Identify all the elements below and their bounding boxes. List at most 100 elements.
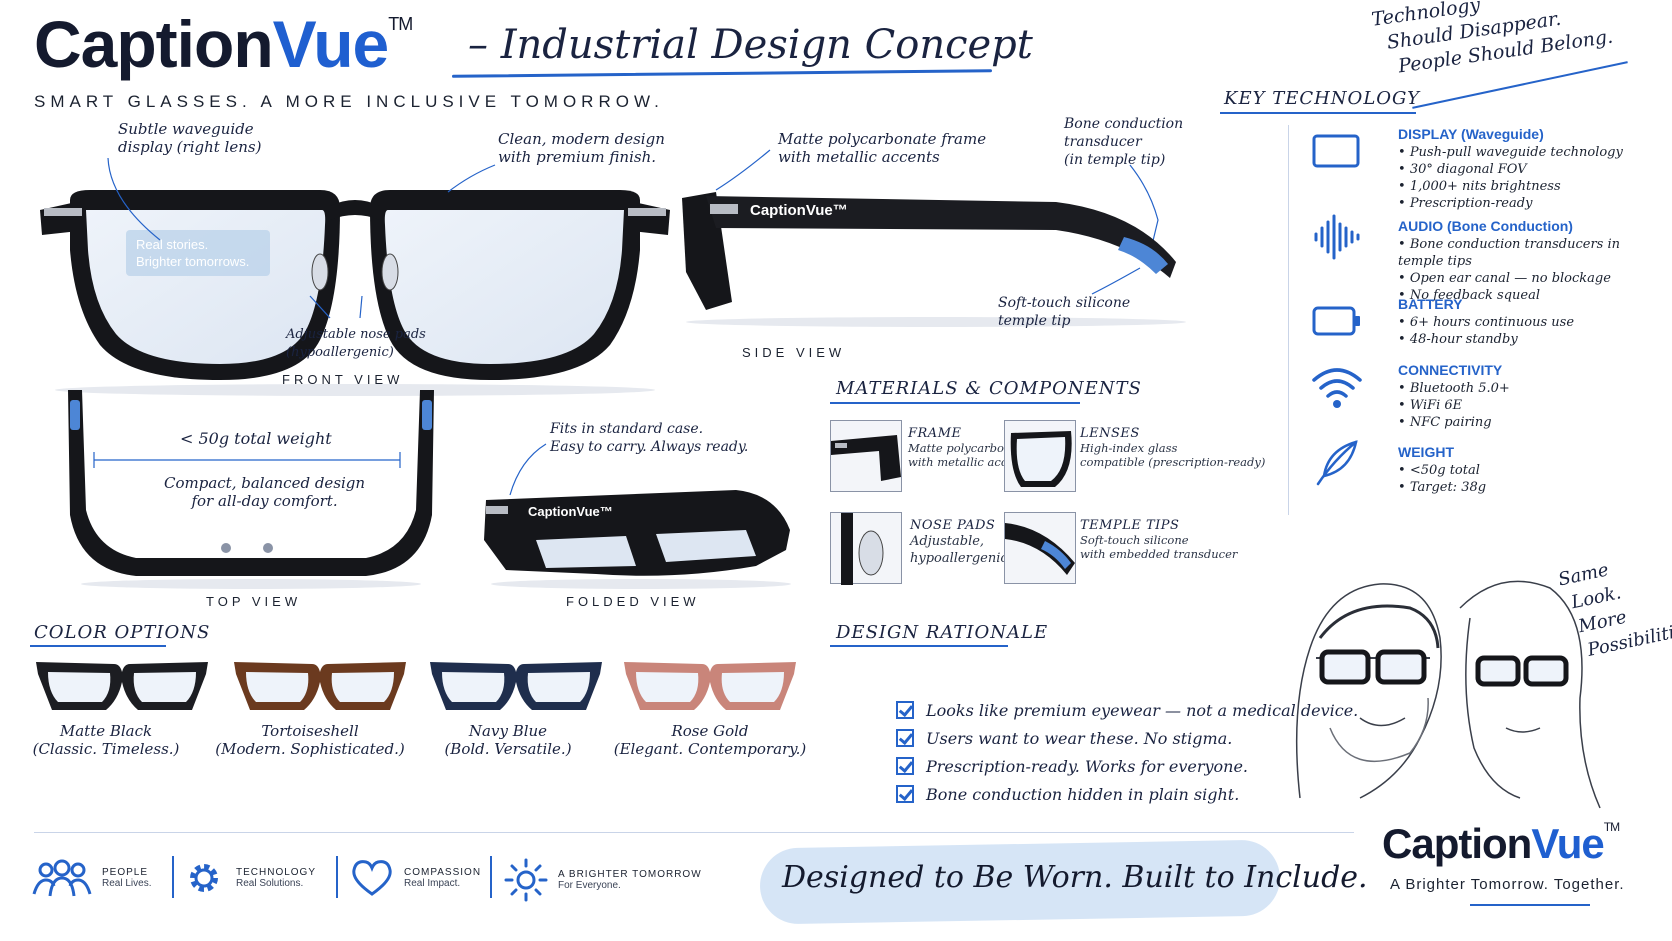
note-line: Subtle waveguide xyxy=(118,120,254,138)
value-people: PEOPLE Real Lives. xyxy=(32,858,151,898)
tech-bullet: Push-pull waveguide technology xyxy=(1398,144,1658,161)
top-view-weight: < 50g total weight xyxy=(180,429,332,448)
value-label: COMPASSION xyxy=(404,867,482,878)
tech-bullet: Bone conduction transducers in temple ti… xyxy=(1398,236,1658,270)
value-sub: Real Impact. xyxy=(404,878,461,889)
tech-bullet: 1,000+ nits brightness xyxy=(1398,178,1658,195)
tech-connectivity: CONNECTIVITY Bluetooth 5.0+ WiFi 6E NFC … xyxy=(1398,362,1658,431)
note-tip: Soft-touch silicone temple tip xyxy=(998,294,1130,330)
swatch-lens-left xyxy=(636,672,699,702)
note-line: display (right lens) xyxy=(118,138,262,156)
color-option-rose-gold[interactable]: Rose Gold (Elegant. Contemporary.) xyxy=(610,722,810,758)
material-desc: compatible (prescription-ready) xyxy=(1080,455,1266,469)
color-option-tortoiseshell[interactable]: Tortoiseshell (Modern. Sophisticated.) xyxy=(210,722,410,758)
value-brighter-tomorrow: A BRIGHTER TOMORROW For Everyone. xyxy=(504,858,702,902)
tech-bullet: <50g total xyxy=(1398,462,1658,479)
material-name: LENSES xyxy=(1080,426,1140,441)
color-desc: (Modern. Sophisticated.) xyxy=(215,740,405,758)
brand-logo: CaptionVueTM xyxy=(34,7,413,81)
display-icon xyxy=(1312,134,1360,168)
materials-title-underline xyxy=(830,402,1080,404)
folded-view-logo: CaptionVue™ xyxy=(528,504,613,519)
key-tech-title: KEY TECHNOLOGY xyxy=(1224,88,1420,109)
material-name: NOSE PADS xyxy=(910,518,996,533)
tech-bullet: 48-hour standby xyxy=(1398,331,1658,348)
material-frame: FRAME Matte polycarbonate with metallic … xyxy=(908,426,1032,469)
tech-audio: AUDIO (Bone Conduction) Bone conduction … xyxy=(1398,218,1658,304)
tech-title: BATTERY xyxy=(1398,296,1463,312)
color-option-navy[interactable]: Navy Blue (Bold. Versatile.) xyxy=(408,722,608,758)
nosepad-sketch xyxy=(841,513,884,585)
tech-display: DISPLAY (Waveguide) Push-pull waveguide … xyxy=(1398,126,1658,212)
tech-title: WEIGHT xyxy=(1398,444,1454,460)
value-technology: TECHNOLOGY Real Solutions. xyxy=(184,858,316,898)
note-line: (in temple tip) xyxy=(1064,152,1166,168)
material-name: FRAME xyxy=(908,426,962,441)
note-line: Matte polycarbonate frame xyxy=(778,130,987,148)
footer-separator xyxy=(172,856,174,898)
checkbox-icon xyxy=(896,757,914,775)
value-label: PEOPLE xyxy=(102,867,149,878)
front-view-glasses xyxy=(40,190,670,396)
rationale-text: Bone conduction hidden in plain sight. xyxy=(926,784,1240,804)
footer-separator xyxy=(490,856,492,898)
material-temple-tips: TEMPLE TIPS Soft-touch silicone with emb… xyxy=(1080,518,1237,561)
color-name: Rose Gold xyxy=(671,722,749,740)
tech-bullet: Bluetooth 5.0+ xyxy=(1398,380,1658,397)
note-line: Easy to carry. Always ready. xyxy=(550,439,749,455)
side-view-logo: CaptionVue™ xyxy=(750,202,848,219)
swatch-lens-left xyxy=(442,672,505,702)
rationale-text: Looks like premium eyewear — not a medic… xyxy=(926,700,1359,720)
folded-view-glasses xyxy=(484,490,791,589)
footer-divider xyxy=(34,832,1354,833)
rationale-item: Bone conduction hidden in plain sight. xyxy=(896,782,1239,806)
feather-icon xyxy=(1316,440,1358,486)
material-desc: High-index glass xyxy=(1080,441,1178,455)
tech-bullet: WiFi 6E xyxy=(1398,397,1658,414)
checkbox-icon xyxy=(896,701,914,719)
tech-bullet: Open ear canal — no blockage xyxy=(1398,270,1658,287)
materials-title: MATERIALS & COMPONENTS xyxy=(836,378,1142,399)
checkbox-icon xyxy=(896,785,914,803)
rationale-item: Looks like premium eyewear — not a medic… xyxy=(896,698,1358,722)
color-option-black[interactable]: Matte Black (Classic. Timeless.) xyxy=(6,722,206,758)
note-line: (hypoallergenic) xyxy=(286,345,394,360)
tech-title: CONNECTIVITY xyxy=(1398,362,1503,378)
note-frame: Matte polycarbonate frame with metallic … xyxy=(778,130,986,166)
key-tech-underline xyxy=(1220,112,1416,114)
tech-bullet: 6+ hours continuous use xyxy=(1398,314,1658,331)
color-swatch-glasses xyxy=(36,662,208,710)
tech-bullet: 30° diagonal FOV xyxy=(1398,161,1658,178)
footer-brand-tagline: A Brighter Tomorrow. Together. xyxy=(1390,876,1625,893)
tech-battery: BATTERY 6+ hours continuous use 48-hour … xyxy=(1398,296,1658,348)
color-options-underline xyxy=(30,645,166,647)
tech-title: AUDIO (Bone Conduction) xyxy=(1398,218,1573,234)
top-view-glasses xyxy=(68,390,434,589)
lens-sketch xyxy=(1010,431,1072,487)
value-label: A BRIGHTER TOMORROW xyxy=(558,869,702,880)
color-options-title: COLOR OPTIONS xyxy=(34,622,211,643)
key-tech-divider xyxy=(1288,125,1289,515)
swatch-lens-left xyxy=(48,672,111,702)
note-line: temple tip xyxy=(998,313,1071,329)
folded-view-caption: FOLDED VIEW xyxy=(566,594,700,609)
temple-tip-sketch xyxy=(1005,523,1075,575)
note-waveguide: Subtle waveguide display (right lens) xyxy=(118,120,261,156)
material-desc: Matte polycarbonate xyxy=(908,441,1030,455)
material-desc: hypoallergenic xyxy=(910,551,1008,566)
overlay-line-2: Brighter tomorrows. xyxy=(136,254,250,269)
material-lenses: LENSES High-index glass compatible (pres… xyxy=(1080,426,1265,469)
sun-icon xyxy=(504,858,548,902)
color-name: Matte Black xyxy=(59,722,153,740)
tech-bullet: Prescription-ready xyxy=(1398,195,1658,212)
color-desc: (Elegant. Contemporary.) xyxy=(613,740,807,758)
material-desc: with metallic accents xyxy=(908,455,1032,469)
tech-bullet: No feedback squeal xyxy=(1398,287,1658,304)
rationale-text: Prescription-ready. Works for everyone. xyxy=(926,756,1249,776)
note-line: for all-day comfort. xyxy=(191,492,338,510)
people-illustration xyxy=(1295,580,1601,809)
material-desc: with embedded transducer xyxy=(1080,547,1238,561)
rationale-item: Prescription-ready. Works for everyone. xyxy=(896,754,1248,778)
swatch-lens-right xyxy=(133,672,196,702)
lens-thumbnail xyxy=(1004,420,1076,492)
